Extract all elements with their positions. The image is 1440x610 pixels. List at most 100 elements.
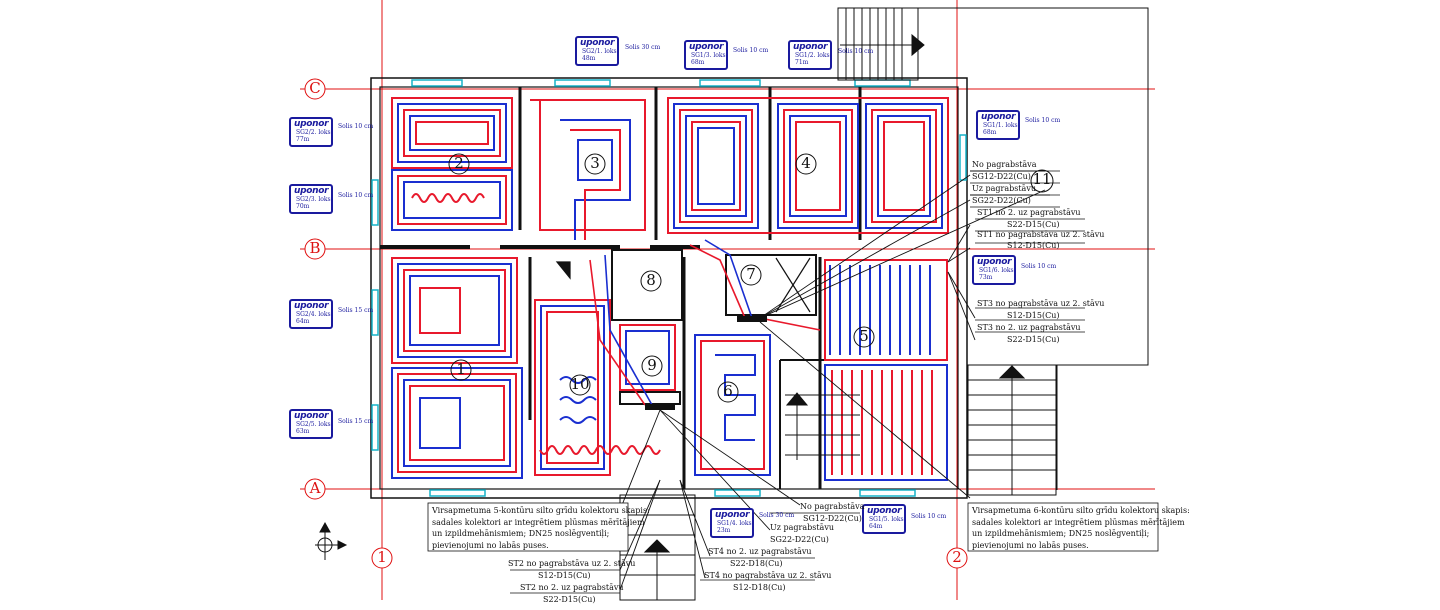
- loop-name: SG1/6. loks: [979, 267, 1014, 274]
- loop-name: SG1/5. loks: [869, 516, 904, 523]
- riser-note: ST3 no 2. uz pagrabstāvu: [977, 323, 1081, 332]
- loop-length: 63m: [296, 428, 310, 435]
- heating-loop-room-6: [694, 334, 771, 476]
- loop-step-sg1-6: Solis 10 cm: [1021, 263, 1057, 270]
- riser-note: SG12-D22(Cu): [803, 514, 862, 523]
- cabinet-note-box-left: [427, 502, 629, 552]
- room-number-9: 9: [647, 356, 657, 374]
- riser-note: S12-D15(Cu): [538, 571, 591, 580]
- loop-length: 73m: [979, 274, 993, 281]
- axis-bubbles: [304, 78, 968, 569]
- loop-step-sg2-3: Solis 10 cm: [338, 192, 374, 199]
- loop-length: 71m: [795, 59, 809, 66]
- room-number-2: 2: [454, 154, 464, 172]
- loop-step-sg2-4: Solis 15 cm: [338, 307, 374, 314]
- cabinet-note-line: Virsapmetuma 5-kontūru silto grīdu kolek…: [432, 506, 650, 515]
- axis-label-c: C: [309, 79, 321, 97]
- loop-step-sg1-1: Solis 10 cm: [1025, 117, 1061, 124]
- room-circles: [448, 153, 1054, 403]
- cabinet-note-line: pievienojumi no labās puses.: [432, 540, 549, 550]
- cabinet-note-line: un izpildmehānismiem; DN25 noslēgventiļi…: [972, 529, 1150, 538]
- heating-loop-room-4: [667, 97, 949, 234]
- loop-name: SG1/2. loks: [795, 52, 830, 59]
- riser-note: ST1 no 2. uz pagrabstāvu: [977, 208, 1081, 217]
- riser-note: S12-D15(Cu): [1007, 241, 1060, 250]
- stairs: [619, 7, 1149, 601]
- uponor-logo: uponor: [294, 301, 329, 311]
- riser-note: Uz pagrabstāvu: [972, 184, 1036, 193]
- loop-tag-sg1-1: uponor SG1/1. loks 68m: [976, 110, 1020, 140]
- loop-length: 70m: [296, 203, 310, 210]
- riser-note: S12-D15(Cu): [1007, 311, 1060, 320]
- room-number-11: 11: [1032, 170, 1052, 188]
- heating-loop-room-1: [391, 257, 523, 479]
- loop-name: SG2/3. loks: [296, 196, 331, 203]
- uponor-logo: uponor: [580, 38, 615, 48]
- room-number-8: 8: [646, 271, 656, 289]
- riser-note: ST1 no pagrabstāva uz 2. stāvu: [977, 230, 1105, 239]
- riser-note: ST4 no 2. uz pagrabstāvu: [708, 547, 812, 556]
- riser-note: SG22-D22(Cu): [770, 535, 829, 544]
- cabinet-note-line: Virsapmetuma 6-kontūru silto grīdu kolek…: [972, 506, 1190, 515]
- loop-length: 77m: [296, 136, 310, 143]
- loop-step-sg2-1: Solis 30 cm: [625, 44, 661, 51]
- manifold-left: [645, 404, 675, 410]
- loop-tag-sg1-2: uponor SG1/2. loks 71m: [788, 40, 832, 70]
- loop-tag-sg2-1: uponor SG2/1. loks 48m: [575, 36, 619, 66]
- manifold-right: [737, 316, 767, 322]
- shaft-rooms: [555, 257, 811, 313]
- axis-label-1: 1: [377, 548, 387, 566]
- loop-name: SG2/5. loks: [296, 421, 331, 428]
- uponor-logo: uponor: [689, 42, 724, 52]
- loop-step-sg1-4: Solis 30 cm: [759, 512, 795, 519]
- axis-label-a: A: [309, 479, 321, 497]
- uponor-logo: uponor: [294, 119, 329, 129]
- loop-length: 48m: [582, 55, 596, 62]
- riser-note: No pagrabstāva: [800, 502, 865, 511]
- uponor-logo: uponor: [294, 186, 329, 196]
- note-underlines: [510, 170, 1085, 594]
- room-number-4: 4: [801, 154, 811, 172]
- uponor-logo: uponor: [294, 411, 329, 421]
- cabinet-note-right: Virsapmetuma 6-kontūru silto grīdu kolek…: [972, 505, 1190, 551]
- riser-note: S22-D15(Cu): [1007, 335, 1060, 344]
- riser-note: ST4 no pagrabstāva uz 2. stāvu: [704, 571, 832, 580]
- uponor-logo: uponor: [977, 257, 1012, 267]
- cabinet-note-box-right: [967, 502, 1159, 552]
- heating-loop-room-3: [530, 99, 646, 240]
- cabinet-note-line: un izpildmehānismiem; DN25 noslēgventiļi…: [432, 529, 610, 538]
- loop-step-sg1-5: Solis 10 cm: [911, 513, 947, 520]
- loop-length: 68m: [691, 59, 705, 66]
- riser-note: ST2 no 2. uz pagrabstāvu: [520, 583, 624, 592]
- windows: [371, 79, 967, 497]
- loop-tag-sg1-5: uponor SG1/5. loks 64m: [862, 504, 906, 534]
- loop-tag-sg2-3: uponor SG2/3. loks 70m: [289, 184, 333, 214]
- loop-length: 23m: [717, 527, 731, 534]
- loop-name: SG2/4. loks: [296, 311, 331, 318]
- loop-step-sg1-2: Solis 10 cm: [838, 48, 874, 55]
- cabinet-note-left: Virsapmetuma 5-kontūru silto grīdu kolek…: [432, 505, 650, 551]
- loop-step-sg2-2: Solis 10 cm: [338, 123, 374, 130]
- room-number-1: 1: [456, 360, 466, 378]
- riser-note: S22-D15(Cu): [543, 595, 596, 604]
- heating-loop-room-5: [824, 259, 948, 481]
- axis-label-2: 2: [952, 548, 962, 566]
- loop-tag-sg1-6: uponor SG1/6. loks 73m: [972, 255, 1016, 285]
- loop-name: SG1/3. loks: [691, 52, 726, 59]
- heating-loop-room-10: [534, 299, 661, 476]
- heating-loop-room-2: [391, 97, 513, 231]
- riser-note: SG12-D22(Cu): [972, 172, 1031, 181]
- uponor-logo: uponor: [715, 510, 750, 520]
- loop-tag-sg2-4: uponor SG2/4. loks 64m: [289, 299, 333, 329]
- loop-name: SG2/1. loks: [582, 48, 617, 55]
- loop-tag-sg2-2: uponor SG2/2. loks 77m: [289, 117, 333, 147]
- loop-tag-sg1-4: uponor SG1/4. loks 23m: [710, 508, 754, 538]
- riser-note: S22-D15(Cu): [1007, 220, 1060, 229]
- uponor-logo: uponor: [867, 506, 902, 516]
- loop-name: SG2/2. loks: [296, 129, 331, 136]
- riser-note: SG22-D22(Cu): [972, 196, 1031, 205]
- loop-length: 68m: [983, 129, 997, 136]
- riser-note: ST3 no pagrabstāva uz 2. stāvu: [977, 299, 1105, 308]
- riser-note: S22-D18(Cu): [730, 559, 783, 568]
